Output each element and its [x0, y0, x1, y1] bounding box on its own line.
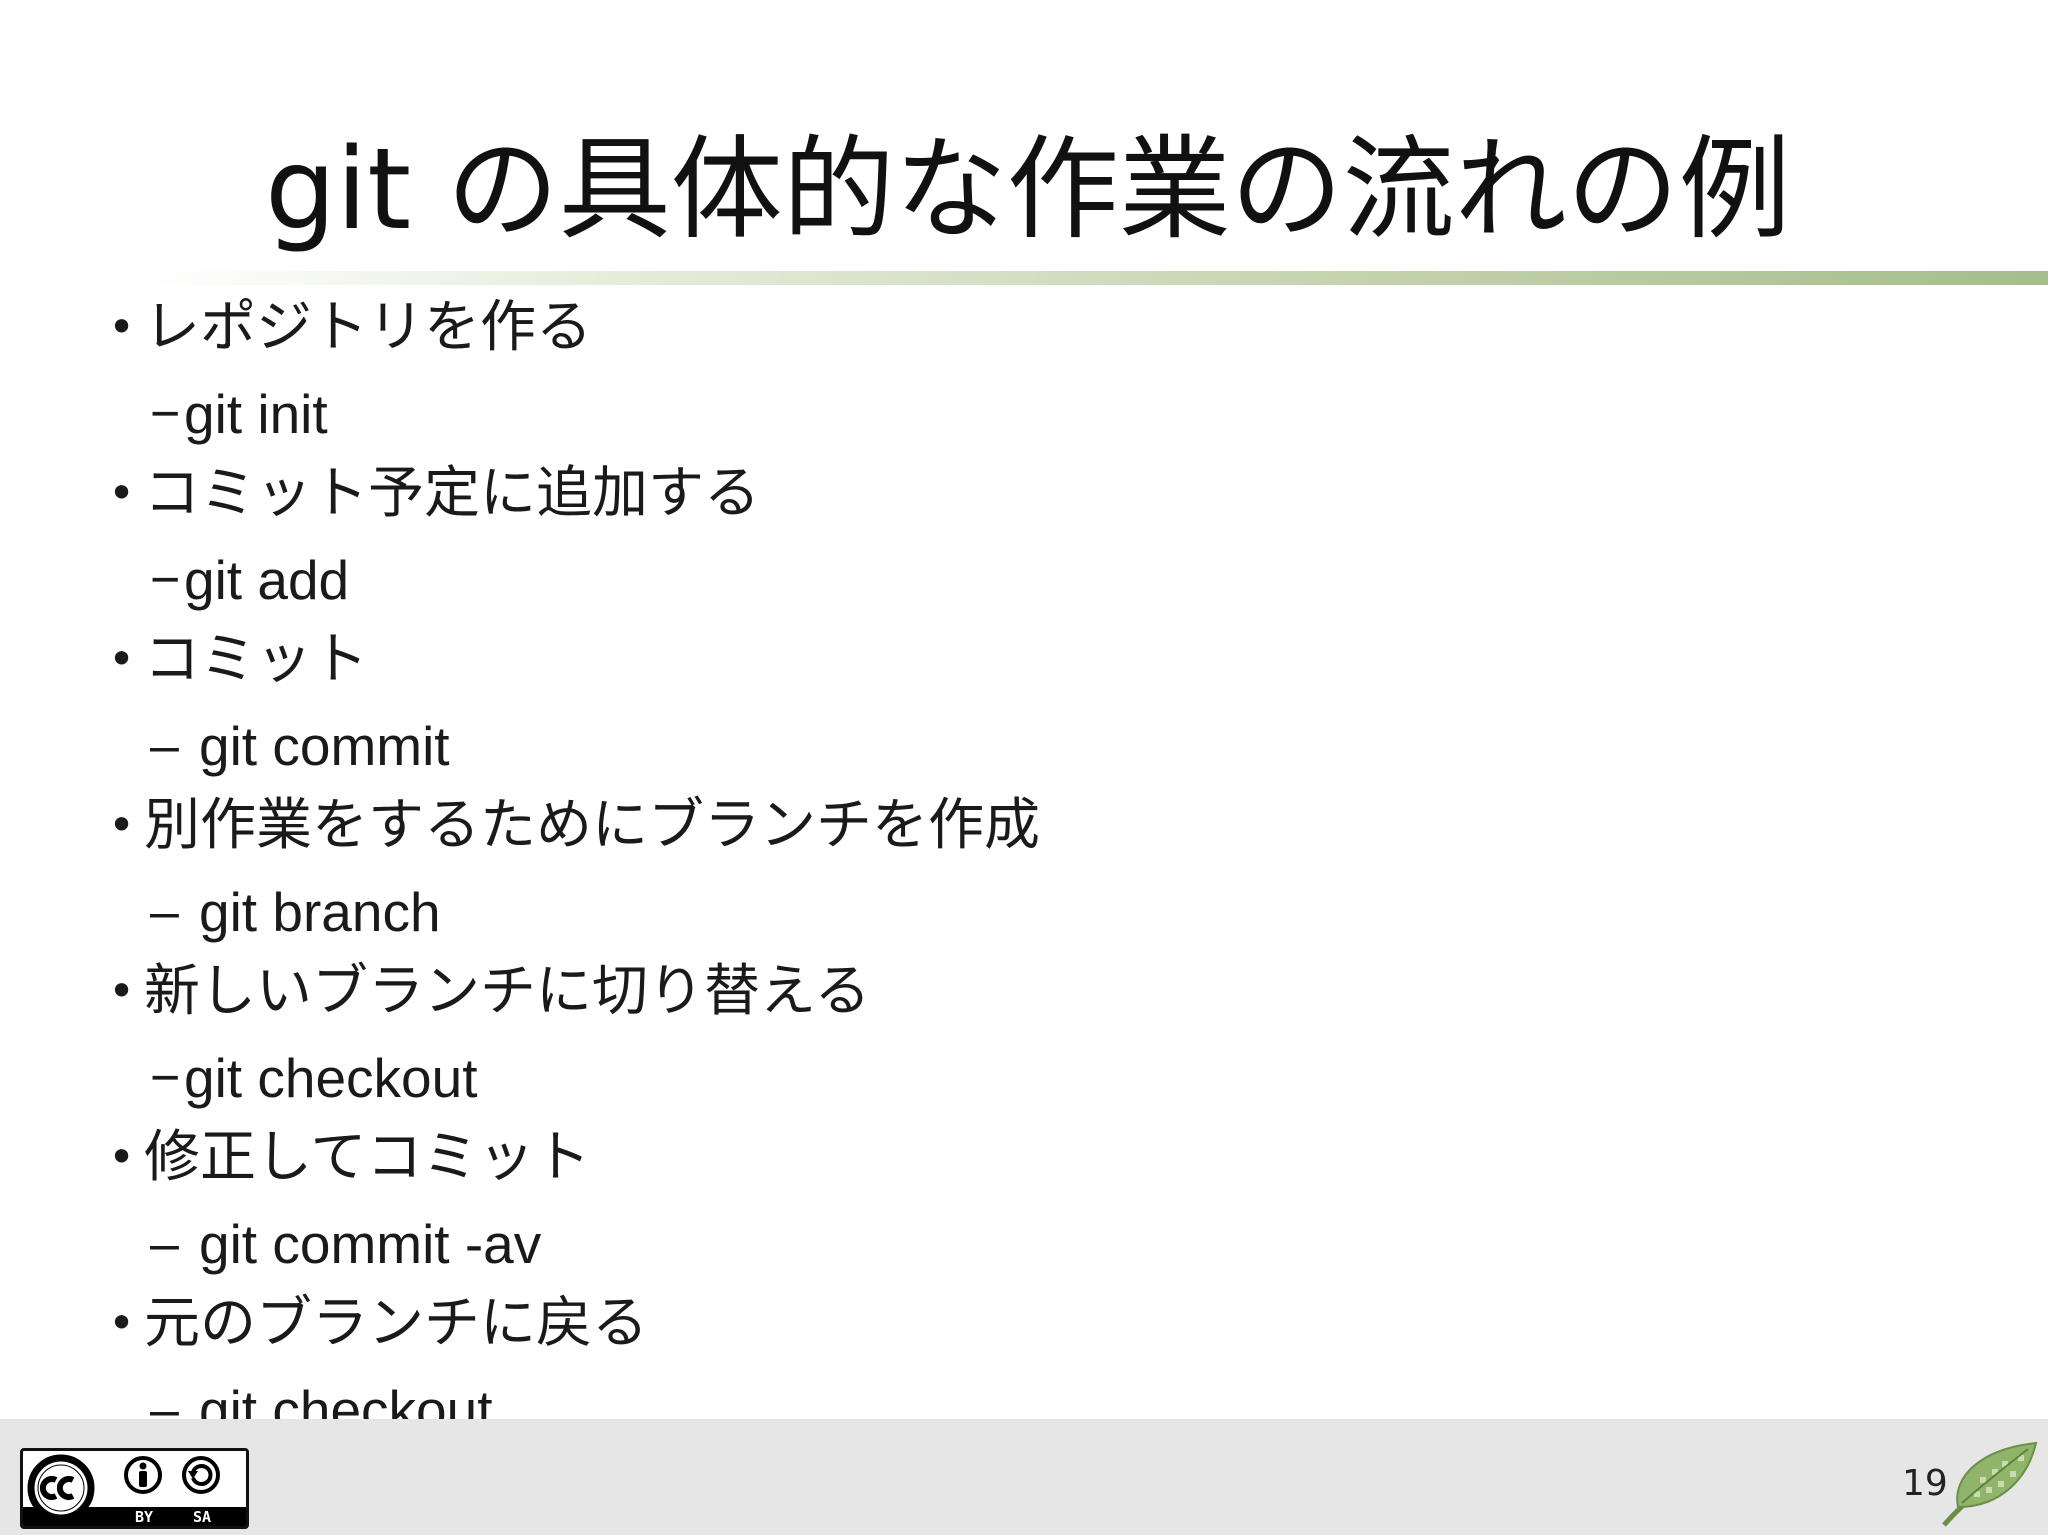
- bullet-marker: •: [108, 1296, 136, 1350]
- list-item: • 元のブランチに戻る: [108, 1281, 1908, 1364]
- bullet-marker: •: [108, 632, 136, 686]
- list-item: • 別作業をするためにブランチを作成: [108, 783, 1908, 866]
- dash-marker: −: [150, 1049, 181, 1107]
- list-item: • コミット予定に追加する: [108, 451, 1908, 534]
- sub-list-item: − git add: [108, 534, 1908, 617]
- title-underline: [145, 271, 2048, 285]
- list-item-text: コミット: [144, 627, 368, 692]
- sub-list-item: – git branch: [108, 866, 1908, 949]
- list-item: • 新しいブランチに切り替える: [108, 949, 1908, 1032]
- dash-marker: −: [150, 385, 181, 443]
- command-text: git commit -av: [199, 1213, 542, 1275]
- list-item: • レポジトリを作る: [108, 285, 1908, 368]
- list-item-text: 修正してコミット: [144, 1125, 591, 1190]
- sub-list-item: – git commit -av: [108, 1198, 1908, 1281]
- slide-title: git の具体的な作業の流れの例: [265, 125, 1791, 255]
- cc-by-label: BY: [135, 1508, 153, 1526]
- command-text: git branch: [199, 881, 441, 943]
- dash-marker: –: [150, 717, 179, 775]
- list-item-text: レポジトリを作る: [144, 295, 592, 360]
- dash-marker: –: [150, 1215, 179, 1273]
- dash-marker: −: [150, 551, 181, 609]
- slide-footer: [0, 1419, 2048, 1535]
- list-item: • コミット: [108, 617, 1908, 700]
- list-item-text: 元のブランチに戻る: [144, 1291, 648, 1356]
- command-text: git add: [184, 549, 350, 611]
- sub-list-item: – git commit: [108, 700, 1908, 783]
- page-number: 19: [1902, 1463, 1948, 1504]
- list-item-text: 別作業をするためにブランチを作成: [144, 793, 1040, 858]
- cc-sa-label: SA: [193, 1508, 211, 1526]
- list-item-text: コミット予定に追加する: [144, 461, 760, 526]
- bullet-list: • レポジトリを作る − git init • コミット予定に追加する − gi…: [108, 285, 1908, 1447]
- bullet-marker: •: [108, 300, 136, 354]
- bullet-marker: •: [108, 964, 136, 1018]
- bullet-marker: •: [108, 466, 136, 520]
- list-item-text: 新しいブランチに切り替える: [144, 959, 871, 1024]
- leaf-icon: [1942, 1441, 2038, 1527]
- command-text: git checkout: [184, 1047, 478, 1109]
- cc-by-sa-icon: BY SA: [23, 1451, 246, 1526]
- bullet-marker: •: [108, 1130, 136, 1184]
- dash-marker: –: [150, 883, 179, 941]
- command-text: git init: [184, 383, 328, 445]
- cc-by-sa-license-badge: BY SA: [20, 1448, 249, 1529]
- list-item: • 修正してコミット: [108, 1115, 1908, 1198]
- bullet-marker: •: [108, 798, 136, 852]
- sub-list-item: − git checkout: [108, 1032, 1908, 1115]
- command-text: git commit: [199, 715, 450, 777]
- sub-list-item: − git init: [108, 368, 1908, 451]
